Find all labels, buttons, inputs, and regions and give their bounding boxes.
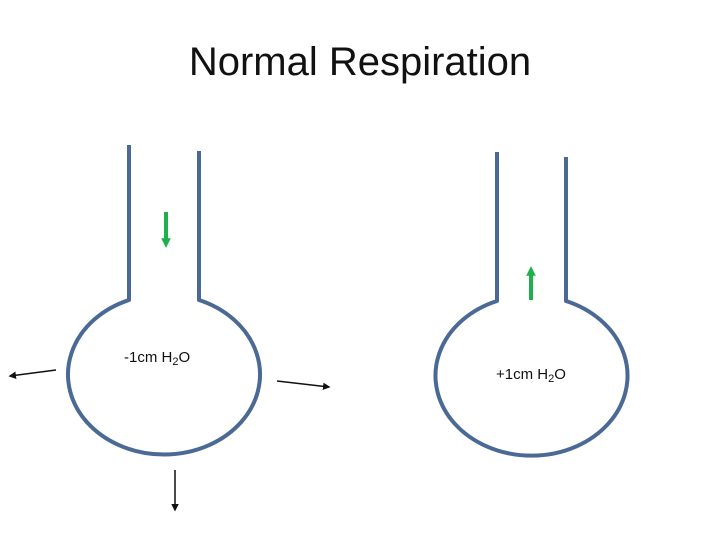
expansion-arrow-left — [8, 369, 57, 379]
left-pressure-label: -1cm H2O — [124, 349, 191, 368]
page-title: Normal Respiration — [188, 40, 532, 84]
left-flask — [66, 145, 262, 457]
right-flask — [433, 152, 630, 458]
expansion-arrow-right — [276, 380, 331, 391]
right-pressure-label: +1cm H2O — [496, 366, 566, 385]
